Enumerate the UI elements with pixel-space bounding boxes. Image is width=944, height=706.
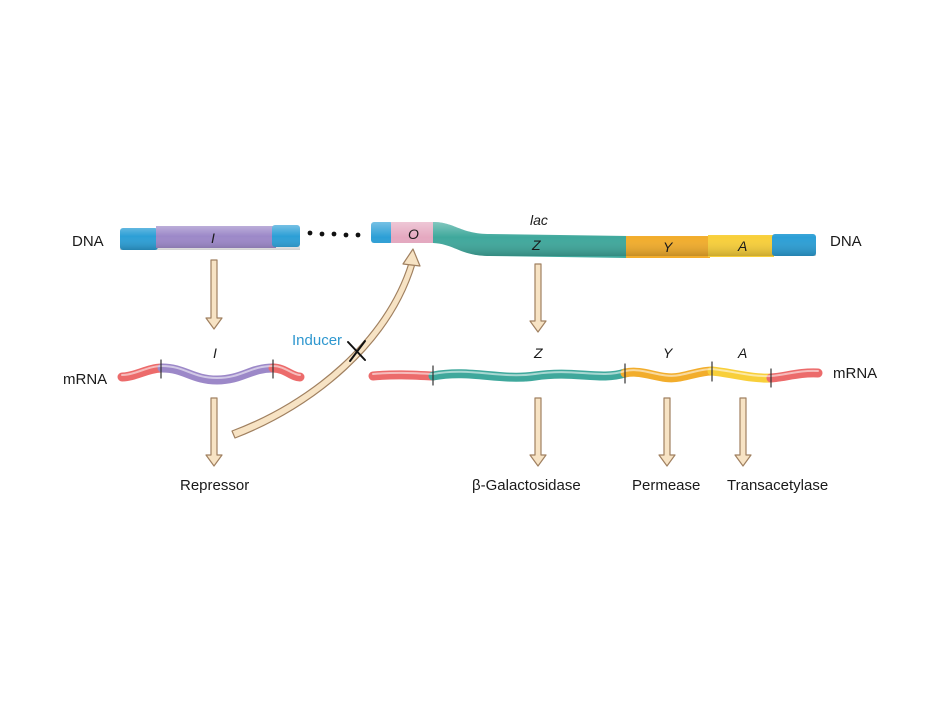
mrna-gene-z-label: Z (533, 345, 543, 361)
dna-gene-y-label: Y (663, 239, 674, 255)
mrna-gene-z-segment (428, 368, 630, 382)
mrna-gene-i-label: I (213, 345, 217, 361)
dna-operon-segment (371, 222, 816, 258)
inducer-block-x-mark (347, 340, 366, 362)
repressor-label: Repressor (180, 477, 249, 494)
mrna-right-label: mRNA (833, 365, 877, 382)
dna-operon-shading (371, 222, 816, 256)
arrow-dna-i-to-mrna (205, 259, 223, 330)
mrna-right-highlight (372, 367, 819, 378)
mrna-right-red-end (766, 368, 823, 383)
mrna-gene-y-label: Y (663, 345, 674, 361)
operon-name-label: lac (530, 212, 548, 228)
repressor-to-operator-arrow (231, 248, 421, 439)
arrow-dna-z-to-mrna (529, 263, 547, 333)
dna-operator-label: O (408, 226, 419, 242)
curved-arrow-head (402, 248, 421, 267)
inducer-label: Inducer (292, 332, 342, 349)
permease-label: Permease (632, 477, 700, 494)
dna-gene-z-label: Z (531, 237, 541, 253)
mrna-gene-a-segment (707, 366, 776, 383)
mrna-gene-a-label: A (737, 345, 747, 361)
dna-gap-dots (307, 230, 361, 238)
mrna-left-label: mRNA (63, 371, 107, 388)
dna-gene-i-label: I (211, 230, 215, 246)
dna-left-label: DNA (72, 233, 104, 250)
mrna-repressor-transcript (117, 359, 305, 385)
mrna-operon-transcript (368, 361, 823, 388)
mrna-left-red-end (268, 363, 305, 382)
dna-gene-a-label: A (737, 238, 747, 254)
dna-left-shading (120, 225, 300, 250)
mrna-gene-y-segment (620, 366, 717, 383)
mrna-gene-i-segment (157, 363, 278, 385)
galactosidase-label: β-Galactosidase (472, 477, 581, 494)
transacetylase-label: Transacetylase (727, 477, 828, 494)
arrow-mrna-i-to-repressor (205, 397, 223, 467)
arrow-mrna-a-to-transacetylase (734, 397, 752, 467)
mrna-left-highlight (121, 364, 301, 380)
mrna-right-red-start (368, 370, 438, 381)
arrow-mrna-y-to-permease (658, 397, 676, 467)
flow-arrows (205, 259, 752, 467)
arrow-mrna-z-to-galactosidase (529, 397, 547, 467)
dna-regulator-segment (120, 225, 300, 250)
curved-arrow-shaft (231, 262, 416, 439)
dna-right-label: DNA (830, 233, 862, 250)
